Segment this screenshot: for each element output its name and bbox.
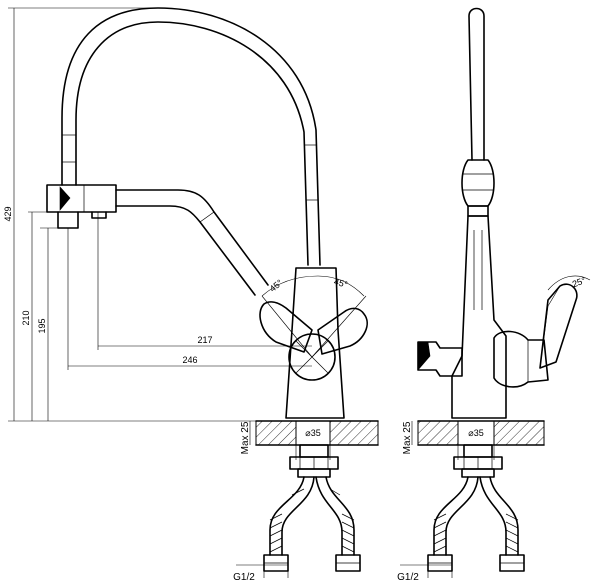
- side-countertop-left: [417, 420, 459, 446]
- dim-max-deck-side: Max 25: [402, 421, 413, 454]
- dim-angle-left: 45°: [268, 277, 285, 294]
- right-lever: [317, 307, 368, 355]
- dim-hole-front: ⌀35: [305, 428, 320, 438]
- countertop-left: [255, 420, 297, 446]
- side-mounting-shank: [463, 444, 493, 458]
- dim-thread-side: G1/2: [397, 572, 419, 583]
- side-lever: [539, 283, 578, 369]
- spray-head: [46, 184, 117, 213]
- dim-total-height: 429: [3, 206, 13, 221]
- side-supply-hose-left: [433, 476, 479, 556]
- valve-cap: [288, 333, 336, 381]
- side-dimension-lines: [400, 421, 495, 578]
- front-dimension-lines: [8, 7, 331, 578]
- countertop-right: [329, 420, 379, 446]
- side-supply-hose-right: [479, 476, 519, 556]
- side-body: [451, 215, 507, 419]
- supply-hose-right: [315, 476, 355, 556]
- dim-outlet-height: 210: [21, 310, 31, 325]
- dim-angle-right: 45°: [333, 277, 349, 290]
- mounting-shank: [299, 444, 329, 458]
- dim-reach-246: 246: [182, 355, 197, 365]
- dim-thread-front: G1/2: [233, 572, 255, 583]
- side-view: [400, 7, 591, 578]
- side-left-cap: [417, 341, 463, 377]
- supply-hose-left: [269, 476, 315, 556]
- dim-angle-side: 25°: [571, 275, 588, 289]
- gooseneck-spout: [61, 7, 321, 266]
- pull-out-hose: [115, 189, 269, 296]
- left-lever: [259, 301, 313, 353]
- side-spout: [468, 7, 485, 161]
- front-view: [8, 7, 379, 578]
- side-spray-joint: [461, 159, 495, 207]
- faucet-body: [285, 267, 345, 419]
- dim-reach-217: 217: [197, 335, 212, 345]
- dim-hole-side: ⌀35: [468, 428, 483, 438]
- side-cartridge: [493, 330, 549, 388]
- dim-body-height: 195: [37, 318, 47, 333]
- dim-max-deck-front: Max 25: [240, 421, 251, 454]
- side-countertop-right: [493, 420, 545, 446]
